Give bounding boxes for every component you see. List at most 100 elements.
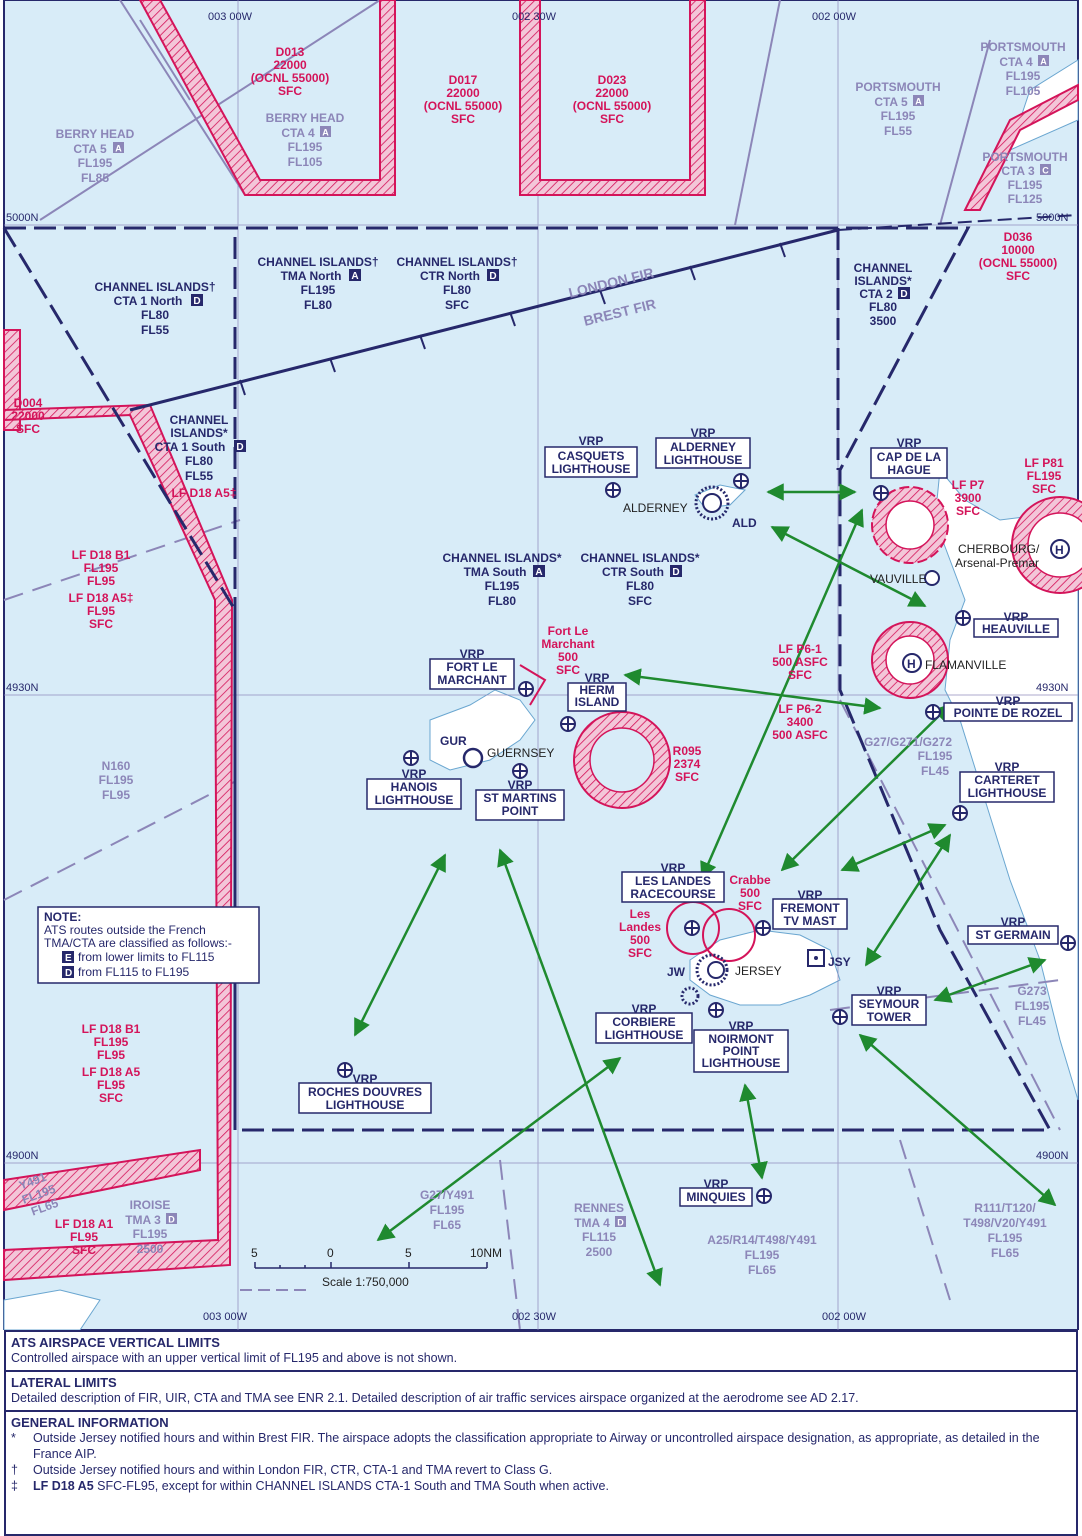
zone-d004-lower: SFC — [16, 422, 40, 436]
vrp-stmartins[interactable]: VRP ST MARTINS POINT — [475, 778, 565, 821]
vrp-icon — [337, 1062, 353, 1078]
zone-d013-upper: 22000 — [273, 58, 307, 72]
vrp-noirmont[interactable]: VRP NOIRMONT POINT LIGHTHOUSE — [693, 1019, 789, 1073]
vrp-hanois[interactable]: VRP HANOIS LIGHTHOUSE — [366, 767, 462, 810]
vrp-carteret[interactable]: VRP CARTERET LIGHTHOUSE — [959, 760, 1055, 803]
footnote-text: Outside Jersey notified hours and within… — [33, 1463, 553, 1477]
iroise-lower: 2500 — [137, 1242, 164, 1256]
ndb-icon — [694, 485, 730, 521]
note-line1: ATS routes outside the French — [44, 923, 206, 937]
vrp-icon — [560, 716, 576, 732]
vrp-minquies[interactable]: VRP MINQUIES — [679, 1177, 753, 1207]
g27-upper: FL195 — [430, 1203, 465, 1217]
vertical-limits-title: ATS AIRSPACE VERTICAL LIMITS — [11, 1335, 220, 1350]
rennes-upper: FL115 — [582, 1230, 616, 1244]
vrp-casquets[interactable]: VRP CASQUETS LIGHTHOUSE — [544, 434, 638, 478]
vrp-tag: VRP — [996, 694, 1021, 708]
zone-lfd18a5-label-3: LF D18 A5‡ — [172, 486, 237, 500]
aerodromes: H H — [462, 485, 1070, 1006]
footnote-mark: ‡ — [11, 1479, 18, 1493]
vrp-name: CAP DE LA — [877, 450, 942, 464]
zone-lfd18a5-label: LF D18 A5‡ — [69, 591, 134, 605]
class-badge — [349, 269, 361, 281]
scale-tick-1: 5 — [251, 1246, 258, 1260]
vrp-fremont[interactable]: VRP FREMONT TV MAST — [772, 888, 848, 930]
iroise-class: D — [168, 1215, 175, 1225]
vrp-tag: VRP — [897, 436, 922, 450]
vrp-pointederozel[interactable]: VRP POINTE DE ROZEL — [943, 694, 1073, 722]
ci-labels: CHANNEL ISLANDS† CTA 1 North D FL80 FL55… — [94, 255, 912, 608]
vrp-tag: VRP — [460, 647, 485, 661]
vrp-name: HANOIS — [391, 780, 438, 794]
vrp-leslandes[interactable]: VRP LES LANDES RACECOURSE — [621, 861, 725, 903]
scale-tick-2: 0 — [327, 1246, 334, 1260]
lat-label-left-2: 4930N — [6, 682, 38, 694]
portsmouth4-class: A — [1040, 57, 1047, 67]
zone-d004-upper: 22000 — [11, 409, 45, 423]
zone-d017-lower: SFC — [451, 112, 475, 126]
vrp-seymour[interactable]: VRP SEYMOUR TOWER — [851, 984, 927, 1026]
lon-label-top-3: 002 00W — [812, 11, 857, 23]
vrp-heauville[interactable]: VRP HEAUVILLE — [973, 610, 1059, 638]
g27-lower: FL65 — [433, 1218, 461, 1232]
vrp-name: CORBIERE — [612, 1015, 675, 1029]
zone-lfd18a5-lower-2: SFC — [99, 1091, 123, 1105]
general-info-section: GENERAL INFORMATION * Outside Jersey not… — [6, 1410, 1076, 1498]
rennes-lower: 2500 — [586, 1245, 613, 1259]
vrp-stgermain[interactable]: VRP ST GERMAIN — [967, 915, 1059, 945]
zone-lfp62-upper: 3400 — [787, 715, 814, 729]
zone-fortle-upper: 500 — [558, 650, 578, 664]
vrp-rochesdouvres[interactable]: VRP ROCHES DOUVRES LIGHTHOUSE — [298, 1072, 432, 1114]
vrp-icon — [832, 1009, 848, 1025]
vrp-alderney[interactable]: VRP ALDERNEY LIGHTHOUSE — [655, 426, 751, 469]
rennes-name: RENNES — [574, 1201, 624, 1215]
vrp-corbiere[interactable]: VRP CORBIERE LIGHTHOUSE — [595, 1002, 693, 1044]
zone-leslandes-lower: SFC — [628, 946, 652, 960]
class-badge — [234, 440, 246, 452]
class-badge — [62, 951, 74, 963]
tmas-class: A — [535, 567, 542, 578]
cta1n-name: CHANNEL ISLANDS† — [94, 280, 215, 294]
general-info-title: GENERAL INFORMATION — [11, 1415, 169, 1430]
danger-labels: D013 22000 (OCNL 55000) SFC D017 22000 (… — [11, 45, 1064, 1257]
vrp-icon — [518, 681, 534, 697]
vrp-herm[interactable]: VRP HERM ISLAND — [567, 671, 627, 712]
vrp-tag: VRP — [632, 1002, 657, 1016]
zone-d017-label: D017 — [449, 73, 478, 87]
place-jsy: JSY — [828, 955, 851, 969]
zone-lfp61-label: LF P6-1 — [778, 642, 822, 656]
class-badge — [913, 95, 924, 106]
lateral-limits-section: LATERAL LIMITS Detailed description of F… — [6, 1370, 1076, 1410]
zone-lfd18b1-lower: FL95 — [87, 574, 115, 588]
vrp-tag: VRP — [995, 760, 1020, 774]
cta2-name2: ISLANDS* — [854, 274, 912, 288]
zone-lfd18a5-lower: SFC — [89, 617, 113, 631]
note-line2: TMA/CTA are classified as follows:- — [44, 936, 232, 950]
footnote-bold: LF D18 A5 — [33, 1479, 94, 1493]
cta2-class: D — [900, 289, 907, 300]
heliport-icon — [1050, 539, 1070, 559]
ctrs-upper: FL80 — [626, 579, 654, 593]
rennes-type: TMA 4 — [574, 1216, 610, 1230]
lat-label-right-2: 4930N — [1036, 682, 1068, 694]
footnote-mark: * — [11, 1431, 16, 1445]
portsmouth3-type: CTA 3 — [1001, 164, 1035, 178]
n160-name: N160 — [102, 759, 131, 773]
vrp-capdelahague[interactable]: VRP CAP DE LA HAGUE — [870, 436, 948, 479]
a25-upper: FL195 — [745, 1248, 780, 1262]
zone-lfd18a1-label: LF D18 A1 — [55, 1217, 114, 1231]
zone-r095-label: R095 — [673, 744, 702, 758]
ctrn-lower: SFC — [445, 298, 469, 312]
g27-name: G27/Y491 — [420, 1188, 474, 1202]
class-badge — [1038, 55, 1049, 66]
vrp-name2: LIGHTHOUSE — [968, 786, 1047, 800]
note-box: NOTE: ATS routes outside the French TMA/… — [37, 906, 260, 984]
portsmouth4-type: CTA 4 — [999, 55, 1033, 69]
tman-type: TMA North — [281, 269, 342, 283]
place-alderney: ALDERNEY — [623, 501, 688, 515]
place-ald: ALD — [732, 516, 757, 530]
vrp-fortle[interactable]: VRP FORT LE MARCHANT — [429, 647, 515, 690]
scale-tick-3: 5 — [405, 1246, 412, 1260]
portsmouth3-lower: FL125 — [1008, 192, 1043, 206]
vrp-name3: LIGHTHOUSE — [702, 1056, 781, 1070]
